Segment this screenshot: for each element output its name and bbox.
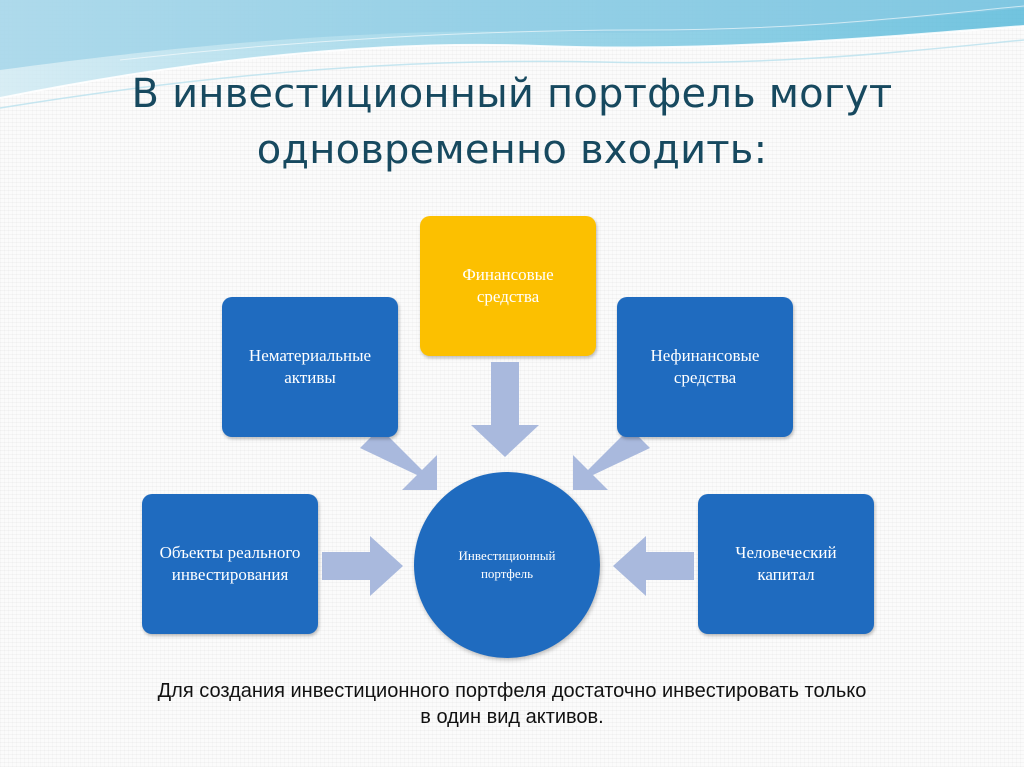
slide-title: В инвестиционный портфель могут одноврем…: [30, 66, 994, 178]
box-real-investment-label: Объекты реального инвестирования: [159, 543, 301, 584]
title-line-1: В инвестиционный портфель могут: [131, 71, 893, 117]
footnote-line-2: в один вид активов.: [420, 706, 604, 728]
arrow-intangible: [360, 428, 437, 490]
wave-decoration: [0, 0, 1024, 109]
box-nonfinancial-assets: Нефинансовые средства: [617, 297, 793, 437]
arrow-real: [322, 536, 403, 596]
box-nonfinancial-label: Нефинансовые средства: [650, 346, 760, 387]
box-financial-assets: Финансовые средства: [420, 216, 596, 356]
footnote: Для создания инвестиционного портфеля до…: [40, 678, 984, 730]
box-financial-label: Финансовые средства: [462, 265, 554, 306]
box-intangible-assets: Нематериальные активы: [222, 297, 398, 437]
box-human-capital: Человеческий капитал: [698, 494, 874, 634]
footnote-line-1: Для создания инвестиционного портфеля до…: [157, 680, 867, 702]
title-line-2: одновременно входить:: [256, 127, 768, 173]
box-intangible-label: Нематериальные активы: [248, 346, 372, 387]
box-human-capital-label: Человеческий капитал: [735, 543, 837, 584]
arrow-human: [613, 536, 694, 596]
box-real-investment: Объекты реального инвестирования: [142, 494, 318, 634]
arrow-nonfinancial: [573, 428, 650, 490]
investment-portfolio-label: Инвестиционный портфель: [458, 548, 556, 581]
investment-portfolio-circle: Инвестиционный портфель: [414, 472, 600, 658]
arrow-financial: [471, 362, 539, 457]
